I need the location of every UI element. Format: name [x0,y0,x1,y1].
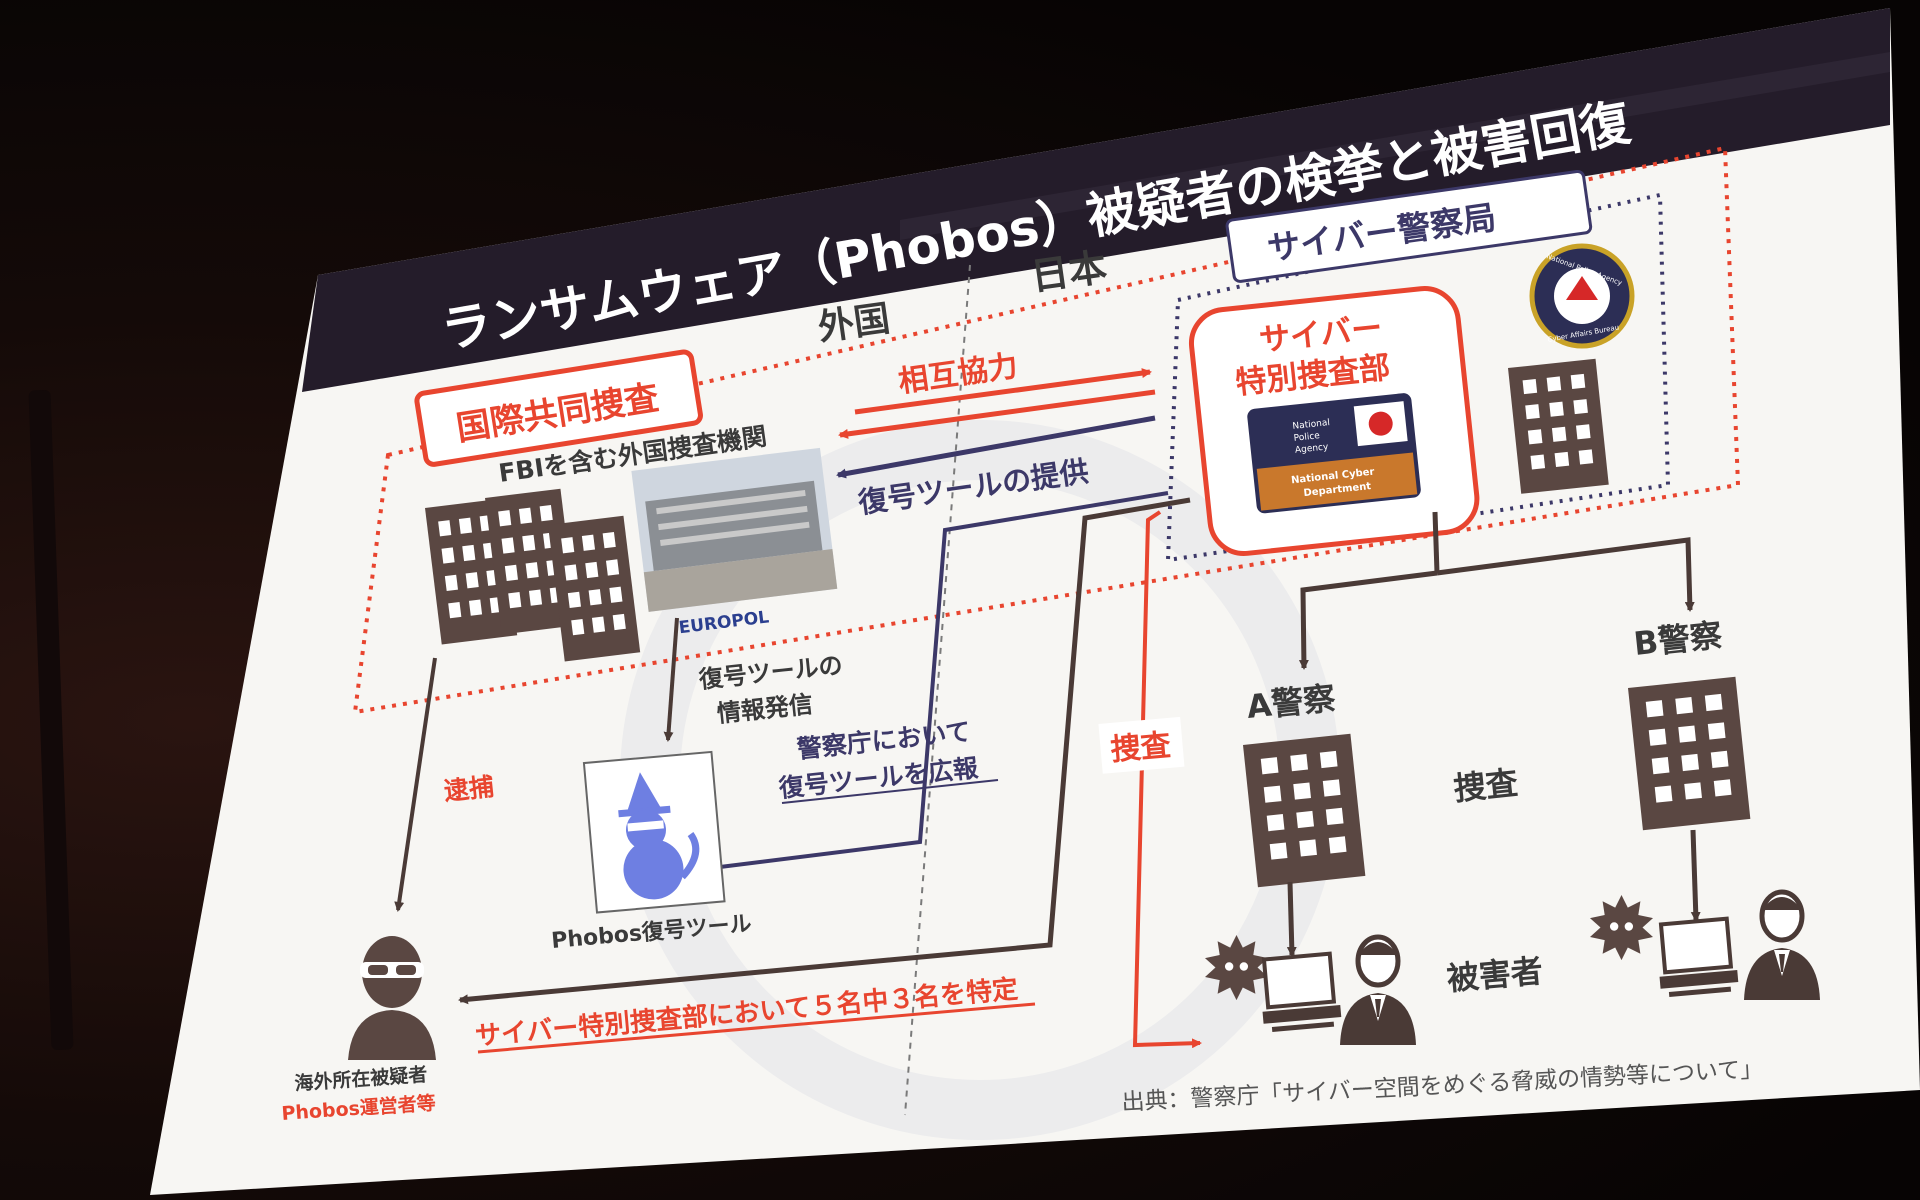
police-a-building-icon [1243,733,1366,888]
npa-pr-underline [781,779,999,804]
police-b-to-victim [1690,829,1701,922]
country-divider [904,264,971,1116]
bureau-building-icon [1508,358,1609,494]
ncd-emblem: National Police Agency National Cyber De… [1247,393,1421,514]
banner-shine [900,52,1890,240]
ncd-p: Police [1293,431,1320,444]
police-b-building-icon [1628,676,1751,831]
victims-label: 被害者 [1445,952,1544,998]
investigation-arrow [1132,510,1202,1049]
branch-to-police-a [1298,570,1438,670]
label-japan: 日本 [1028,245,1109,299]
pr-line [710,491,1169,872]
arrest-label: 逮捕 [443,772,496,806]
tool-provide-arrow [836,415,1156,479]
cooperation-arrow-left [838,389,1156,439]
ncd-n: National [1292,418,1330,432]
arrest-arrow [394,657,437,912]
special-unit-box: サイバー 特別捜査部 National Police Agency Nation… [1188,286,1480,556]
europol-photo: EUROPOL [631,447,838,638]
suspect-icon [348,936,436,1060]
branch-line [1432,511,1440,574]
phobos-tool-box [582,750,726,914]
investigation-label: 捜査 [1109,728,1172,768]
identified-underline [477,1002,1036,1054]
title-banner [302,8,1890,392]
branch-to-police-b [1436,537,1695,612]
label-foreign: 外国 [816,298,893,349]
police-a-to-victim [1286,881,1297,957]
police-a-label: A警察 [1245,679,1337,726]
center-investigation-label: 捜査 [1452,763,1520,807]
tool-info-arrow [663,617,679,742]
investigation-label-box: 捜査 [1098,716,1185,774]
cooperation-arrow-right [854,368,1152,415]
police-b-label: B警察 [1632,616,1724,663]
identification-line [458,497,1191,1005]
ncd-a: Agency [1295,442,1330,456]
bureau-seal: National Police Agency Cyber Affairs Bur… [1529,243,1635,349]
witch-cat-icon [618,772,700,900]
